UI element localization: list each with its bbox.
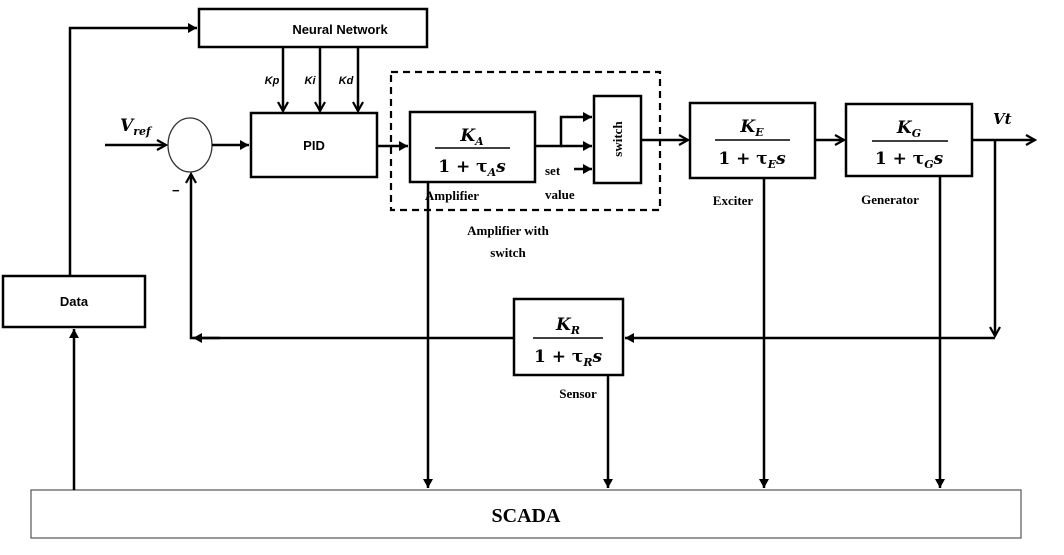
summing-junction — [167, 117, 213, 173]
vref-label: Vref — [120, 116, 153, 138]
set-label: set — [545, 163, 561, 178]
kp-label: Kp — [265, 75, 280, 87]
group-label-line2: switch — [490, 245, 526, 260]
generator-numerator: KG — [896, 118, 921, 140]
data-to-neural-network-line — [68, 23, 197, 276]
amplifier-denominator: 1 + τAs — [438, 157, 506, 179]
vt-label: Vt — [993, 110, 1012, 128]
group-label-line1: Amplifier with — [467, 223, 549, 238]
ki-label: Ki — [305, 75, 317, 87]
neural-network-block — [197, 7, 429, 49]
exciter-caption: Exciter — [713, 193, 754, 208]
pid-label: PID — [303, 138, 325, 153]
data-label: Data — [60, 294, 89, 309]
sensor-numerator: KR — [555, 315, 580, 337]
sensor-to-junction-line — [191, 174, 514, 340]
generator-block — [844, 102, 974, 178]
pid-block — [249, 111, 379, 179]
kd-label: Kd — [339, 75, 354, 87]
exciter-numerator: KE — [739, 117, 764, 139]
amplifier-to-switch-upper — [535, 112, 592, 148]
amplifier-numerator: KA — [459, 126, 484, 148]
exciter-denominator: 1 + τEs — [718, 149, 786, 171]
scada-label: SCADA — [492, 505, 561, 527]
generator-denominator: 1 + τGs — [875, 149, 944, 171]
data-block — [1, 274, 147, 329]
switch-label: switch — [610, 121, 625, 157]
amplifier-block — [408, 110, 537, 184]
sensor-block — [512, 297, 625, 377]
minus-sign: − — [172, 183, 180, 198]
scada-block — [30, 489, 1022, 539]
neural-network-label: Neural Network — [292, 22, 388, 37]
value-label: value — [545, 187, 575, 202]
amplifier-caption: Amplifier — [425, 188, 479, 203]
sensor-caption: Sensor — [559, 386, 597, 401]
sensor-denominator: 1 + τRs — [534, 347, 603, 369]
generator-caption: Generator — [861, 192, 919, 207]
